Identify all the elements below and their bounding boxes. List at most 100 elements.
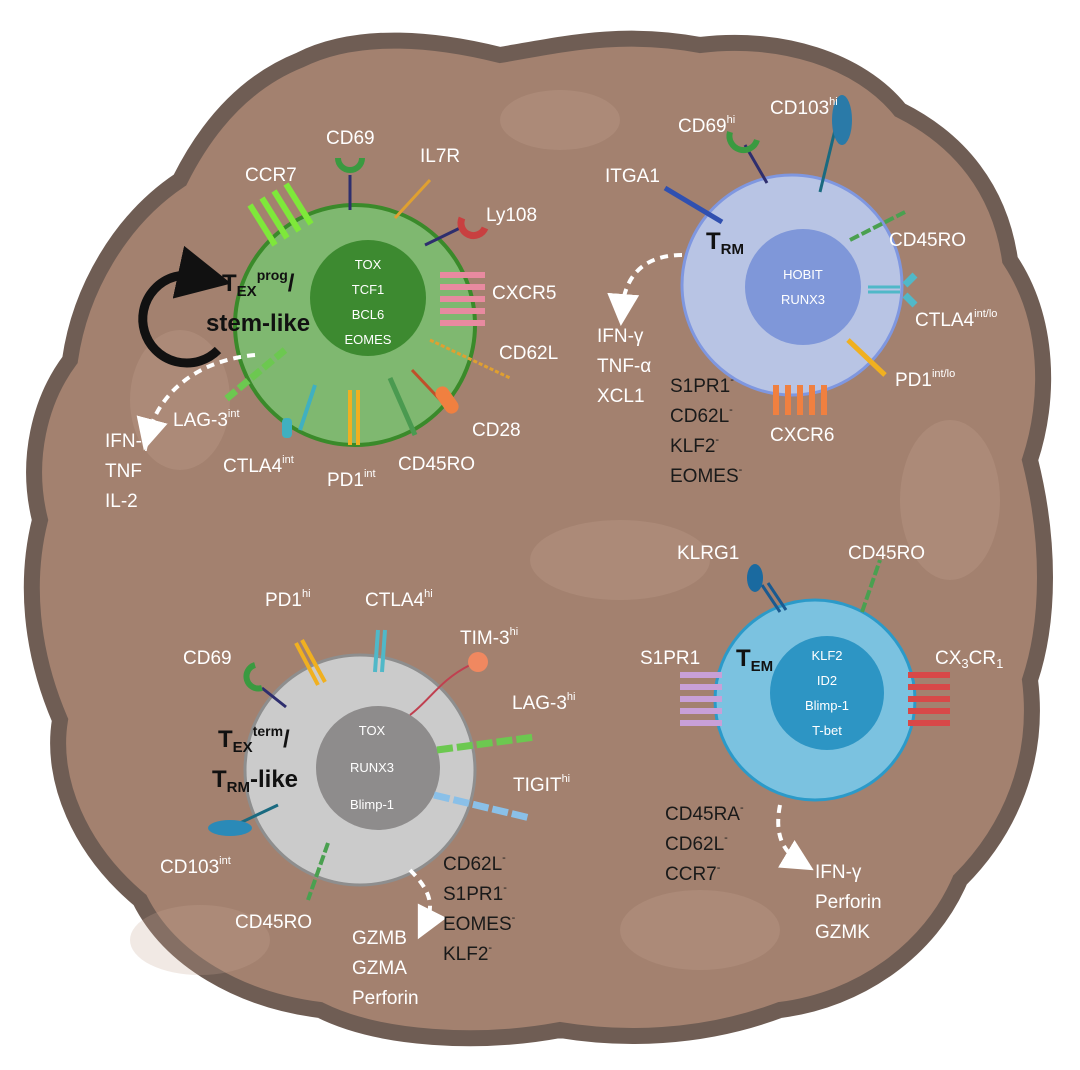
neg-marker: EOMES-: [670, 464, 743, 488]
marker-tigit: TIGIThi: [513, 773, 571, 797]
tex-term-secretion-arrow: [408, 868, 447, 940]
tf-label: TCF1: [351, 282, 385, 297]
trm-nucleus: [745, 229, 861, 345]
cytokine: IL-2: [105, 491, 138, 512]
marker-pd1: PD1int: [327, 468, 376, 492]
neg-marker: EOMES-: [443, 912, 516, 936]
marker-cd28: CD28: [472, 420, 521, 441]
trm-receptors: [663, 95, 918, 415]
tf-label: T-bet: [812, 723, 842, 738]
tf-label: ID2: [816, 673, 838, 688]
neg-marker: S1PR1-: [443, 882, 507, 906]
tf-label: BCL6: [351, 307, 385, 322]
cytokine: GZMB: [352, 928, 407, 949]
tumor-mass: [23, 30, 1053, 1047]
marker-ccr7: CCR7: [245, 165, 297, 186]
tem-receptors: [680, 559, 950, 726]
cytokine: Perforin: [815, 892, 882, 913]
marker-s1pr1: S1PR1: [640, 648, 701, 669]
tissue-texture: [130, 90, 1000, 975]
tem-negative-markers: CD45RA- CD62L- CCR7-: [665, 800, 744, 890]
tex-prog-nucleus: [310, 240, 426, 356]
marker-itga1: ITGA1: [605, 166, 660, 187]
cytokine: IFN-γ: [815, 862, 862, 883]
marker-tim3: TIM-3hi: [460, 626, 519, 650]
marker-cd45ro: CD45RO: [889, 230, 967, 251]
tf-label: HOBIT: [783, 267, 823, 282]
tf-label: TOX: [358, 723, 386, 738]
marker-cd69: CD69hi: [678, 114, 736, 138]
marker-ctla4: CTLA4hi: [365, 588, 433, 612]
tem-nucleus: [770, 636, 884, 750]
marker-klrg1: KLRG1: [677, 543, 740, 564]
marker-cd45ro: CD45RO: [235, 912, 313, 933]
neg-marker: CD62L-: [665, 832, 728, 856]
tf-label: EOMES: [344, 332, 392, 347]
trm-title: TRM: [706, 228, 744, 258]
cytokine: Perforin: [352, 988, 419, 1009]
marker-cd103: CD103int: [160, 855, 231, 879]
tf-label: TOX: [354, 257, 382, 272]
marker-pd1: PD1int/lo: [895, 368, 956, 392]
cytokine: XCL1: [597, 386, 645, 407]
tex-term-receptors: [208, 629, 536, 901]
marker-ctla4: CTLA4int/lo: [915, 308, 998, 332]
trm-negative-markers: S1PR1- CD62L- KLF2- EOMES-: [670, 372, 742, 492]
neg-marker: CD62L-: [443, 852, 506, 876]
marker-cd45ro: CD45RO: [848, 543, 926, 564]
cytokine: IFN-γ: [597, 326, 644, 347]
marker-cxcr5: CXCR5: [492, 283, 557, 304]
marker-pd1: PD1hi: [265, 588, 311, 612]
tf-label: Blimp-1: [804, 698, 850, 713]
marker-lag3: LAG-3hi: [512, 691, 576, 715]
tf-label: KLF2: [811, 648, 843, 663]
trm-nucleus-factors: HOBIT RUNX3: [781, 262, 825, 312]
tf-label: Blimp-1: [349, 797, 395, 812]
marker-lag3: LAG-3int: [173, 408, 240, 432]
neg-marker: S1PR1-: [670, 374, 734, 398]
cytokine: TNF-α: [597, 356, 652, 377]
marker-cd69: CD69: [326, 128, 375, 149]
tem-secretion-arrow: [776, 804, 814, 871]
tex-prog-secretion-arrow: [136, 353, 256, 451]
marker-cd45ro: CD45RO: [398, 454, 476, 475]
cytokine: TNF: [105, 461, 142, 482]
self-renewal-arrow: [138, 245, 232, 368]
tex-term-nucleus: [316, 706, 440, 830]
neg-marker: KLF2-: [443, 942, 493, 966]
cytokine: GZMK: [815, 922, 870, 943]
neg-marker: CCR7-: [665, 862, 721, 886]
neg-marker: CD62L-: [670, 404, 733, 428]
tex-prog-title-line2: stem-like: [206, 310, 311, 337]
tem-title: TEM: [736, 645, 774, 675]
tex-term-negative-markers: CD62L- S1PR1- EOMES- KLF2-: [443, 850, 515, 970]
marker-cxcr6: CXCR6: [770, 425, 835, 446]
tex-prog-title: TEXprog/: [222, 267, 295, 300]
marker-cx3cr1: CX3CR1: [935, 648, 1004, 671]
marker-il7r: IL7R: [420, 146, 461, 167]
tex-prog-receptors: [222, 157, 511, 445]
marker-ly108: Ly108: [486, 205, 538, 226]
marker-cd62l: CD62L: [499, 343, 559, 364]
marker-cd103: CD103hi: [770, 96, 838, 120]
neg-marker: KLF2-: [670, 434, 720, 458]
cytokine: IFN-γ: [105, 431, 152, 452]
tf-label: RUNX3: [349, 760, 395, 775]
tf-label: RUNX3: [780, 292, 826, 307]
cytokine: GZMA: [352, 958, 407, 979]
neg-marker: CD45RA-: [665, 802, 744, 826]
tex-term-title-line2: TRM-like: [212, 766, 299, 796]
marker-ctla4: CTLA4int: [223, 454, 294, 478]
trm-secretion-arrow: [607, 253, 683, 326]
tex-term-title: TEXterm/: [218, 723, 290, 756]
tex-term-secreted: GZMB GZMA Perforin: [352, 924, 419, 1014]
marker-cd69: CD69: [183, 648, 232, 669]
